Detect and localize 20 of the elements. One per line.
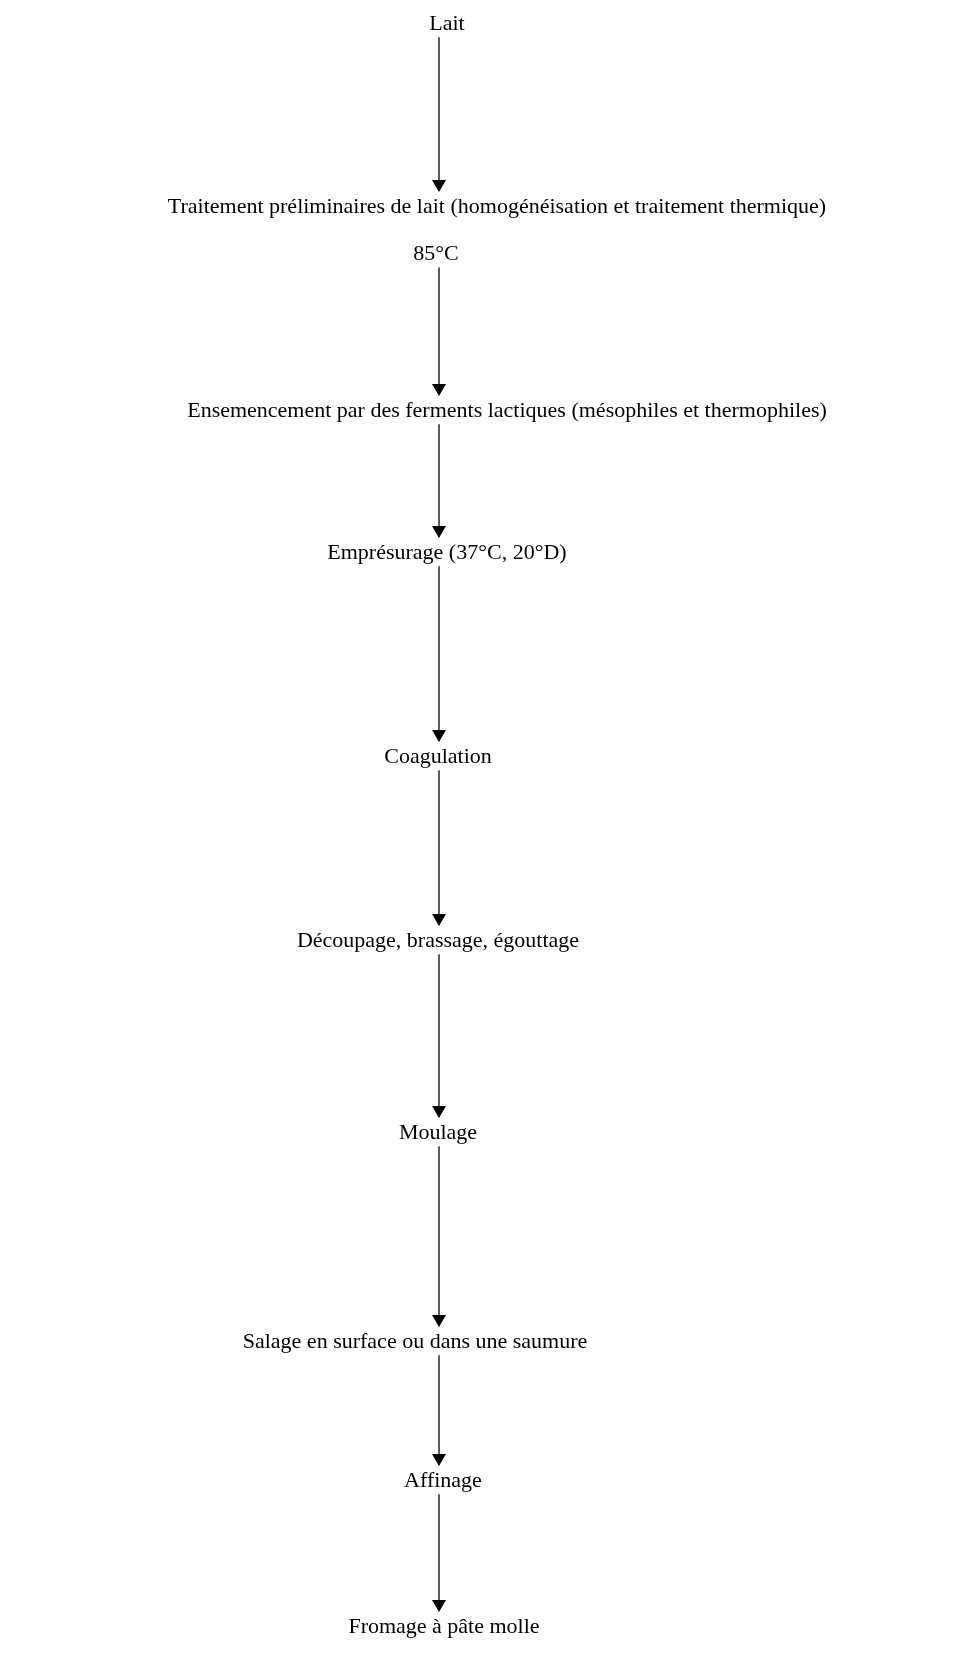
step-text: Ensemencement par des ferments lactiques (mésophiles et thermophiles) <box>187 397 827 423</box>
arrow <box>432 953 446 1118</box>
arrow <box>432 769 446 926</box>
temperature-note: 85°C <box>412 240 460 266</box>
arrow <box>432 1145 446 1327</box>
step-text: Fromage à pâte molle <box>348 1613 540 1639</box>
step-text: Salage en surface ou dans une saumure <box>242 1328 588 1354</box>
arrow <box>432 565 446 742</box>
step-text: Traitement préliminaires de lait (homogénéisation et traitement thermique) <box>167 193 827 219</box>
step-text: Coagulation <box>384 743 492 769</box>
step-text: Moulage <box>398 1119 478 1145</box>
arrow <box>432 1493 446 1612</box>
arrow <box>432 36 446 192</box>
step-text: Découpage, brassage, égouttage <box>296 927 580 953</box>
arrow <box>432 423 446 538</box>
step-text: Affinage <box>404 1467 482 1493</box>
arrow <box>432 1354 446 1466</box>
arrow <box>432 266 446 396</box>
step-text: Lait <box>429 10 465 36</box>
step-text: Emprésurage (37°C, 20°D) <box>327 539 567 565</box>
